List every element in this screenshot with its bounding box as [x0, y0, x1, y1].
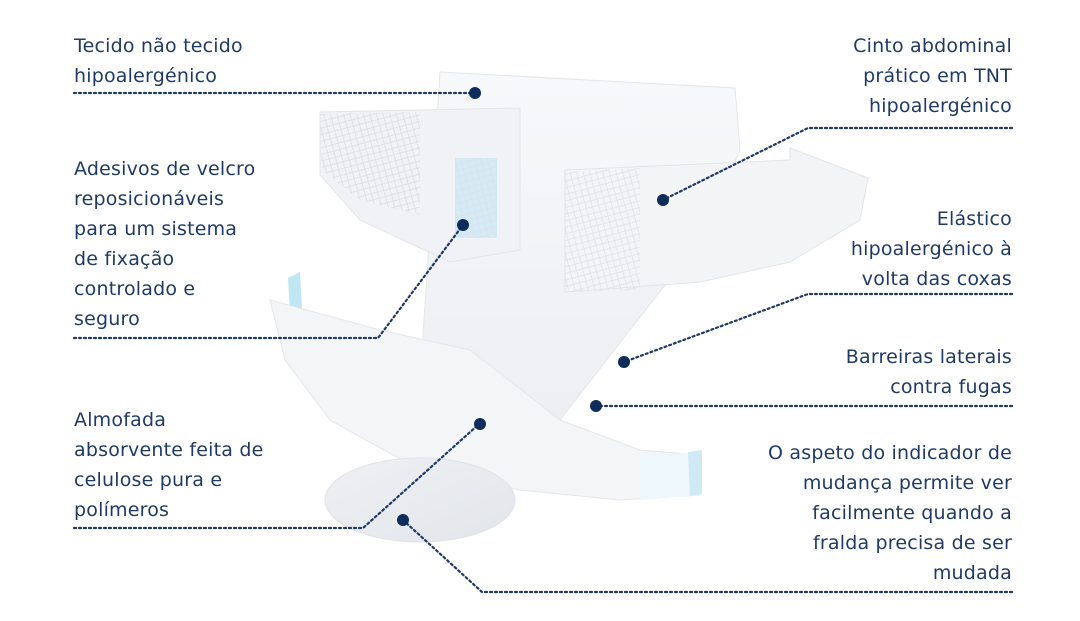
belt-mesh-right: [565, 168, 640, 292]
dot-indicator: [397, 514, 409, 526]
label-barriers: Barreiras laterais contra fugas: [845, 346, 1012, 398]
leader-indicator: [401, 518, 1014, 594]
belt-mesh-left: [320, 112, 420, 215]
side-tab: [288, 272, 302, 312]
leader-belt: [661, 126, 1014, 202]
label-belt: Cinto abdominal prático em TNT hipoalerg…: [853, 35, 1012, 117]
dot-barriers: [590, 400, 602, 412]
label-indicator: O aspeto do indicador de mudança permite…: [768, 442, 1012, 584]
absorbent-pad: [324, 457, 516, 543]
callout-dots: [397, 87, 669, 526]
dot-velcro: [457, 219, 469, 231]
leader-pad: [72, 423, 480, 530]
leader-velcro: [72, 223, 465, 340]
dot-belt: [657, 194, 669, 206]
dot-pad: [474, 418, 486, 430]
label-elastic: Elástico hipoalergénico à volta das coxa…: [850, 208, 1012, 290]
leader-lines: [72, 91, 1014, 594]
leader-elastic: [622, 292, 1014, 364]
dot-nonwoven: [469, 87, 481, 99]
label-velcro: Adesivos de velcro reposicionáveis para …: [74, 158, 256, 330]
dot-elastic: [618, 356, 630, 368]
front-tab-right: [640, 452, 700, 500]
label-nonwoven: Tecido não tecido hipoalergénico: [74, 35, 243, 87]
label-pad: Almofada absorvente feita de celulose pu…: [74, 409, 264, 521]
